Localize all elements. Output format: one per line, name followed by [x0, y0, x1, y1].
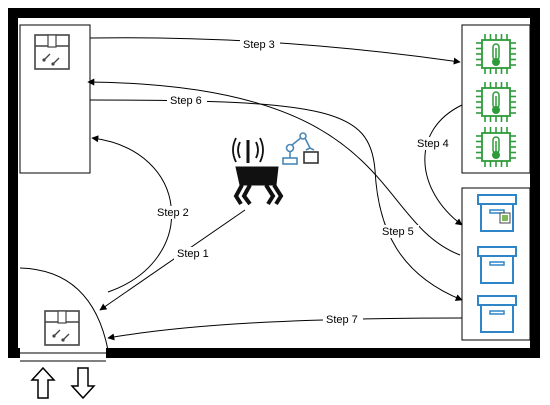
step-7-label-group: Step 7	[323, 313, 363, 326]
step-6-label-group: Step 6	[167, 94, 207, 107]
package-box-icon	[34, 34, 70, 70]
step-3-label: Step 3	[243, 39, 275, 51]
step-6-label: Step 6	[170, 95, 202, 107]
cpu-thermometer-icon	[476, 82, 516, 122]
step-4-path	[424, 104, 463, 226]
storage-box-icon-labeled	[477, 194, 517, 232]
step-4-label-group: Step 4	[414, 137, 454, 150]
storage-box-icon	[477, 295, 517, 333]
quadruped-robot-icon	[232, 137, 284, 206]
step-6-path-upper	[87, 78, 461, 256]
step-5-label-group: Step 5	[379, 225, 419, 238]
storage-box-icons	[477, 194, 517, 333]
robot-arm-icon	[282, 132, 319, 165]
cpu-thermometer-icon	[476, 127, 516, 167]
package-box-icon	[44, 310, 80, 346]
storage-box-icon	[477, 246, 517, 284]
step-1-path	[99, 209, 246, 311]
step-1-label-group: Step 1	[174, 247, 214, 260]
step-2-label-group: Step 2	[154, 206, 194, 219]
loading-dock-area	[19, 267, 109, 351]
step-4-label: Step 4	[417, 138, 449, 150]
up-arrow-icon	[30, 366, 56, 399]
step-7-label: Step 7	[326, 314, 358, 326]
step-7-path	[107, 317, 463, 341]
cpu-thermometer-icon	[476, 34, 516, 74]
outer-wall	[8, 8, 540, 358]
step-3-label-group: Step 3	[240, 38, 280, 51]
sensor-icons	[476, 34, 516, 167]
step-5-label: Step 5	[382, 226, 414, 238]
step-2-label: Step 2	[157, 207, 189, 219]
down-arrow-icon	[70, 367, 96, 400]
step-6-path-lower	[89, 99, 463, 301]
step-1-label: Step 1	[177, 248, 209, 260]
